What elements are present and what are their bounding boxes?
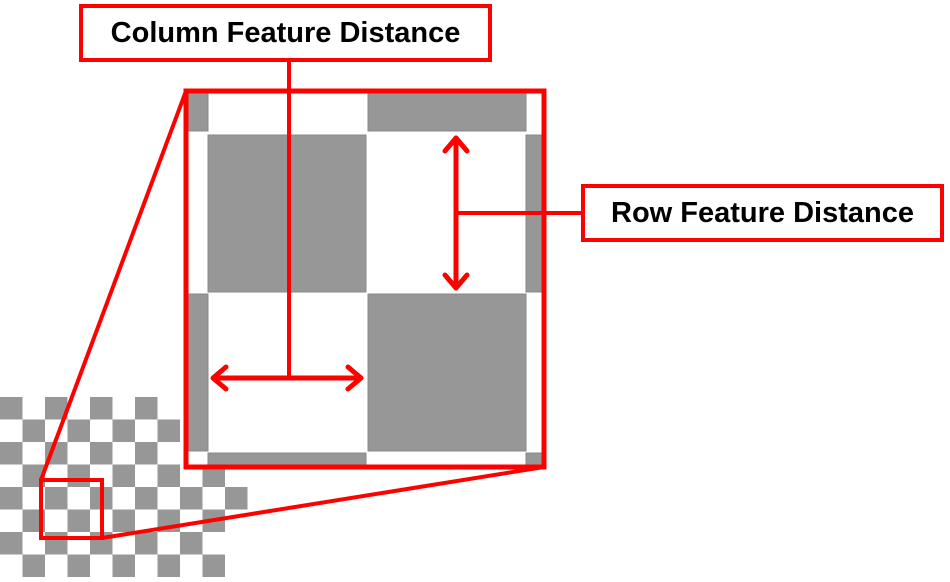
- zoom-frame: [183, 88, 547, 470]
- zoom-square: [185, 90, 209, 132]
- column-distance-arrow: [210, 364, 364, 392]
- checker-square: [22, 554, 45, 577]
- row-distance-arrow: [442, 135, 470, 291]
- checker-square: [22, 419, 45, 442]
- column-feature-distance-label: Column Feature Distance: [79, 4, 492, 62]
- zoom-dark-squares: [185, 90, 545, 468]
- zoom-square: [367, 90, 527, 132]
- checker-square: [112, 419, 135, 442]
- checker-square: [157, 554, 180, 577]
- checker-square: [180, 532, 203, 555]
- checker-square: [0, 532, 23, 555]
- checker-square: [135, 442, 158, 465]
- checker-square: [157, 464, 180, 487]
- checker-square: [45, 487, 68, 510]
- connector-line-bottom: [101, 465, 545, 540]
- checker-square: [0, 442, 23, 465]
- checker-square: [135, 487, 158, 510]
- checker-square: [90, 442, 113, 465]
- checker-square: [225, 487, 248, 510]
- zoom-square: [367, 293, 527, 452]
- column-label-text: Column Feature Distance: [110, 16, 461, 49]
- checker-square: [135, 532, 158, 555]
- checker-square: [157, 419, 180, 442]
- checker-square: [45, 397, 68, 420]
- checker-square: [112, 509, 135, 532]
- checker-square: [67, 554, 90, 577]
- selection-box: [39, 478, 104, 540]
- checker-square: [67, 509, 90, 532]
- row-label-text: Row Feature Distance: [611, 196, 914, 229]
- checker-square: [135, 397, 158, 420]
- zoom-square: [185, 293, 209, 452]
- checker-square: [202, 554, 225, 577]
- checker-square: [67, 464, 90, 487]
- checker-square: [112, 464, 135, 487]
- row-feature-distance-label: Row Feature Distance: [581, 184, 944, 242]
- checker-square: [67, 419, 90, 442]
- checker-square: [112, 554, 135, 577]
- checker-square: [202, 464, 225, 487]
- checker-square: [0, 487, 23, 510]
- magnified-view: [183, 88, 547, 470]
- checker-square: [90, 397, 113, 420]
- checker-square: [0, 397, 23, 420]
- checker-square: [45, 532, 68, 555]
- checker-square: [180, 487, 203, 510]
- connector-line-top: [39, 90, 188, 481]
